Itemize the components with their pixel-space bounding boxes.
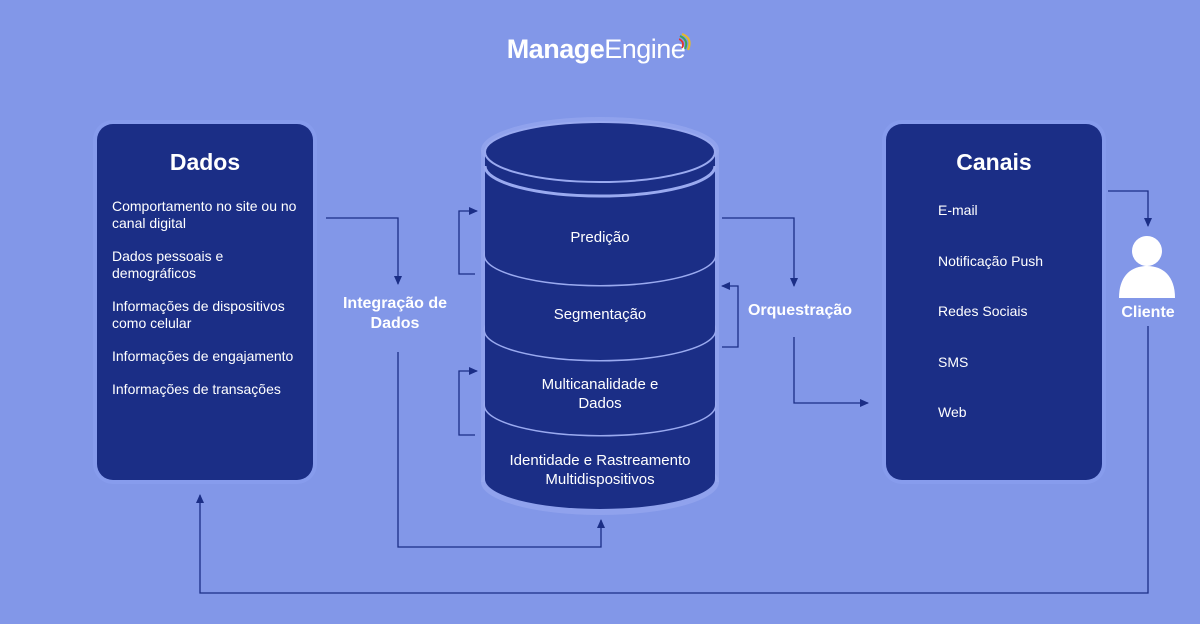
canais-item: E-mail (938, 202, 978, 218)
integracao-label: Integração de Dados (342, 295, 448, 332)
connector-arrows (196, 190, 1152, 594)
canais-panel: Canais E-mail Notificação Push Redes Soc… (886, 124, 1102, 480)
dados-panel: Dados Comportamento no site ou no canal … (97, 124, 313, 480)
arrow-database-to-orquestracao (722, 217, 798, 287)
orquestracao-label: Orquestração (747, 302, 853, 319)
arrow-feedback-segmentacao (721, 282, 739, 348)
arrow-loop-multicanal (458, 367, 478, 436)
arrow-cliente-to-dados (196, 326, 1149, 594)
brand-logo: ManageEngine (0, 32, 1200, 65)
canais-item: Web (938, 404, 967, 420)
dados-item: Dados pessoais e demográficos (112, 248, 224, 281)
canais-item: Redes Sociais (938, 303, 1028, 319)
db-layer-predicao: Predição (570, 229, 630, 246)
db-layer-segmentacao: Segmentação (553, 306, 647, 323)
arrow-dados-to-integracao (326, 217, 402, 285)
brand-engine: Engine (604, 34, 686, 64)
dados-title: Dados (169, 149, 241, 175)
database-cylinder (481, 117, 719, 515)
dados-item: Informações de transações (112, 381, 281, 397)
arrow-canais-to-cliente (1108, 190, 1152, 227)
dados-item: Informações de engajamento (112, 348, 294, 364)
brand-swoosh-icon (679, 32, 691, 51)
brand-manage: Manage (506, 34, 605, 64)
db-layer-identidade: Identidade e Rastreamento Multidispositi… (509, 452, 691, 488)
arrow-integracao-to-database (397, 352, 605, 548)
db-layer-1-shape (485, 152, 715, 285)
dados-list: Comportamento no site ou no canal digita… (97, 198, 313, 398)
person-icon (1119, 236, 1175, 298)
canais-list: E-mail Notificação Push Redes Sociais SM… (886, 202, 1102, 455)
canais-title: Canais (956, 149, 1032, 175)
dados-item: Informações de dispositivos como celular (112, 298, 285, 331)
cliente-label: Cliente (1121, 304, 1175, 321)
canais-item: Notificação Push (938, 252, 1044, 269)
arrow-loop-predicao (458, 207, 478, 275)
db-layer-multicanalidade: Multicanalidade e Dados (541, 376, 659, 412)
arrow-orquestracao-to-canais (793, 337, 869, 407)
dados-item: Comportamento no site ou no canal digita… (112, 198, 297, 231)
canais-item: SMS (938, 353, 969, 370)
